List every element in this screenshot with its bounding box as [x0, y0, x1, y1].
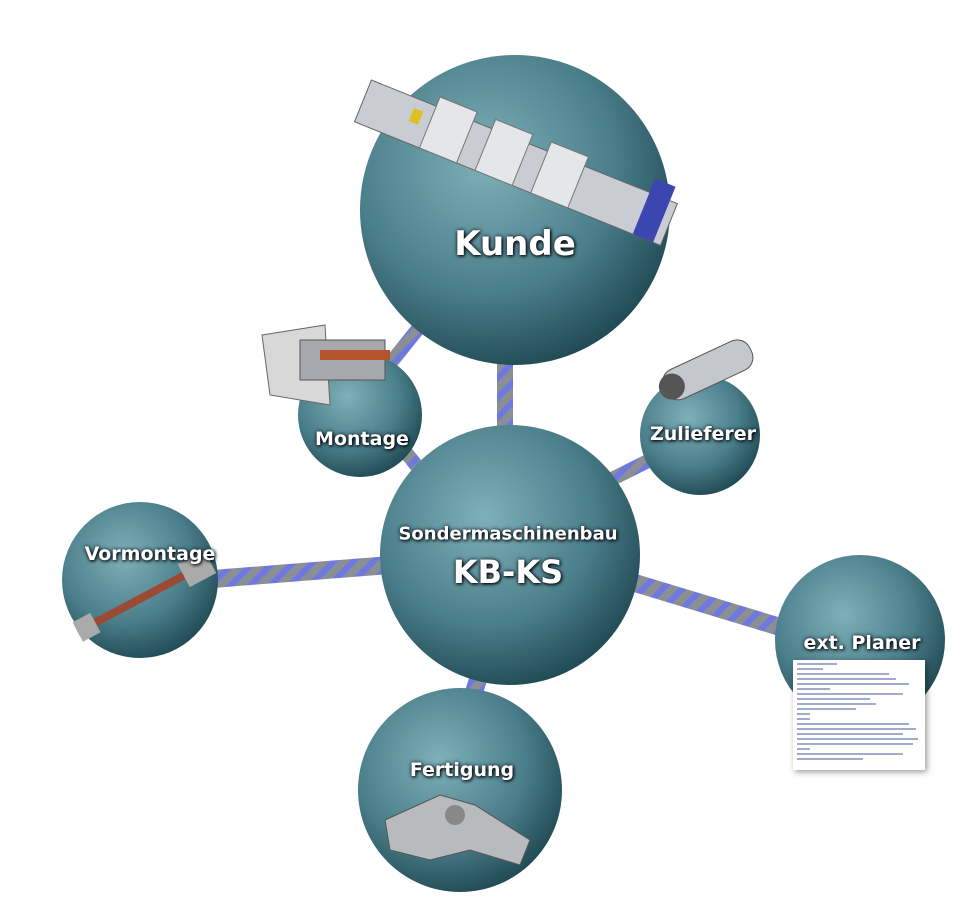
label-fertigung: Fertigung [409, 759, 515, 781]
code-document-image [793, 660, 925, 770]
production-line-image [353, 79, 679, 247]
sphere-center [380, 425, 640, 685]
fertigung-part-image [384, 794, 531, 866]
label-montage: Montage [315, 428, 409, 450]
connector-vormontage [199, 556, 391, 589]
machine-illustrations [72, 79, 754, 866]
zulieferer-cylinder-image [658, 339, 754, 401]
vormontage-shaft-image [72, 550, 217, 642]
connector-ext-planer [622, 571, 793, 639]
label-ext-planer: ext. Planer [803, 632, 921, 654]
label-center-title: Sondermaschinenbau [398, 523, 618, 545]
label-kunde: Kunde [454, 224, 576, 264]
label-vormontage: Vormontage [84, 543, 216, 565]
sphere-fertigung [358, 688, 562, 892]
label-zulieferer: Zulieferer [650, 423, 756, 445]
sphere-zulieferer [640, 375, 760, 495]
montage-machine-image [261, 324, 390, 406]
label-center-code: KB-KS [452, 553, 564, 591]
